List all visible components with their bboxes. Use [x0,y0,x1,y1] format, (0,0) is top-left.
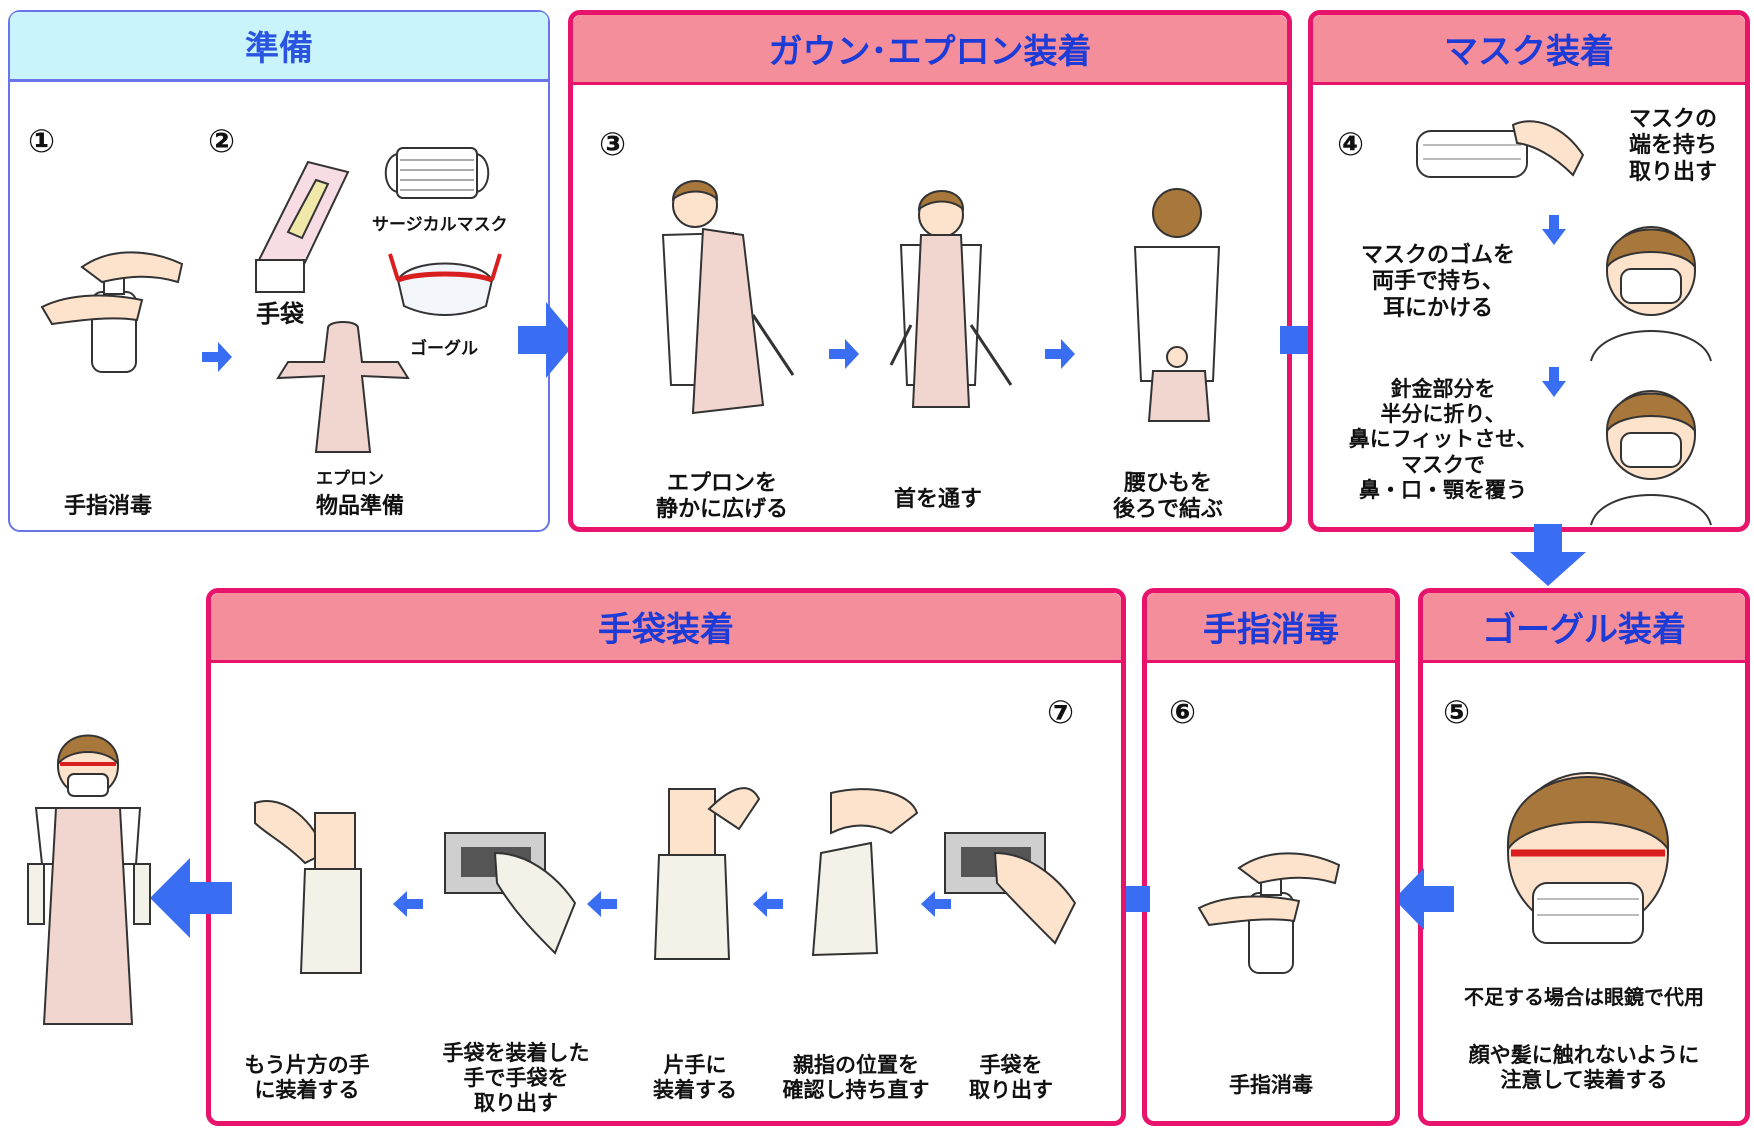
panel-gown-title: ガウン･エプロン装着 [573,15,1287,85]
one-hand-glove-illustration [653,787,761,960]
step-6-number: ⑥ [1169,693,1197,731]
apron-label: エプロン [316,469,384,489]
step-3-sub-1: エプロンを 静かに広げる [655,471,788,523]
arrow-down-icon [1542,215,1566,245]
step-7-sub-5: もう片方の手 に装着する [244,1053,370,1103]
step-2-label: 物品準備 [316,494,405,519]
gloved-hand-takeout-illustration [444,832,577,955]
fully-equipped-person-illustration [27,734,151,1025]
step-3-sub-2: 首を通す [893,487,982,512]
mask-takeout-illustration [1416,120,1585,178]
panel-hand-sanitize: 手指消毒 ⑥ 手指消毒 [1142,588,1400,1126]
step-4-note-2: マスクのゴムを 両手で持ち、 耳にかける [1360,243,1515,321]
arrow-right-big-icon [518,302,578,378]
arrow-down-icon [1542,367,1566,397]
arrow-left-icon [753,891,783,917]
step-4-note-3: 針金部分を 半分に折り、 鼻にフィットさせ、 マスクで 鼻・口・顎を覆う [1348,377,1538,502]
panel-gloves-title: 手袋装着 [211,593,1121,663]
step-3-number: ③ [599,125,627,163]
arrow-right-icon [1045,339,1075,369]
other-hand-glove-illustration [254,800,362,974]
arrow-left-big-icon [1394,868,1454,930]
panel-hand-sanitize-title: 手指消毒 [1147,593,1395,663]
arrow-right-icon [829,339,859,369]
step-3-sub-3: 腰ひもを 後ろで結ぶ [1112,471,1223,523]
step-4-note-1: マスクの 端を持ち 取り出す [1628,107,1717,185]
step-7-sub-2: 親指の位置を 確認し持ち直す [782,1053,930,1103]
person-neck-through-illustration [889,190,1013,408]
person-tying-back-illustration [1133,188,1221,422]
panel-gloves: 手袋装着 ⑦ 手袋を 取り出す 親指の位置を 確認し持ち直す 片手に 装着する … [206,588,1126,1126]
step-6-label: 手指消毒 [1229,1073,1313,1097]
goggle-illustration [388,253,502,316]
hand-sanitize-illustration [1197,852,1341,975]
panel-prep: 準備 ① ② 手袋 サージカルマスク ゴーグル エプロン 手指消毒 物品準備 [8,10,550,532]
hand-sanitize-illustration [40,251,184,374]
gloves-box-illustration [255,160,350,293]
panel-goggle: ゴーグル装着 ⑤ 不足する場合は眼鏡で代用 顔や髪に触れないように 注意して装着… [1418,588,1750,1126]
person-fit-nose-illustration [1590,390,1712,526]
step-7-number: ⑦ [1047,693,1075,731]
step-7-sub-4: 手袋を装着した 手で手袋を 取り出す [442,1041,590,1116]
panel-gown: ガウン･エプロン装着 ③ エプロンを 静かに広げる 首を通す 腰ひもを 後ろで結… [568,10,1292,532]
panel-mask: マスク装着 ④ マスクの 端を持ち 取り出す マスクのゴムを 両手で持ち、 耳に… [1308,10,1750,532]
person-ear-loops-illustration [1590,226,1712,362]
arrow-left-icon [587,891,617,917]
step-5-note-2: 顔や髪に触れないように 注意して装着する [1468,1043,1700,1093]
goggle-label: ゴーグル [410,339,478,359]
step-1-number: ① [28,122,56,160]
apron-illustration [276,321,410,453]
gloves-box-label: 手袋 [256,300,304,328]
person-spreading-apron-illustration [661,180,795,415]
step-2-number: ② [208,122,236,160]
step-5-note-1: 不足する場合は眼鏡で代用 [1464,985,1704,1009]
step-7-sub-1: 手袋を 取り出す [969,1053,1053,1103]
panel-mask-title: マスク装着 [1313,15,1745,85]
step-5-number: ⑤ [1443,693,1471,731]
glove-box-takeout-illustration [944,832,1077,945]
arrow-down-big-icon [1510,524,1586,586]
thumb-position-illustration [811,788,919,957]
person-goggle-mask-illustration [1506,772,1670,944]
panel-prep-title: 準備 [10,12,548,82]
panel-goggle-title: ゴーグル装着 [1423,593,1745,663]
arrow-left-big-icon [150,858,232,938]
surgical-mask-illustration [384,147,490,199]
step-4-number: ④ [1337,125,1365,163]
arrow-left-icon [393,891,423,917]
surgical-mask-label: サージカルマスク [372,215,508,235]
arrow-right-icon [202,342,232,372]
step-1-label: 手指消毒 [64,494,153,519]
arrow-left-icon [921,891,951,917]
step-7-sub-3: 片手に 装着する [653,1053,737,1103]
